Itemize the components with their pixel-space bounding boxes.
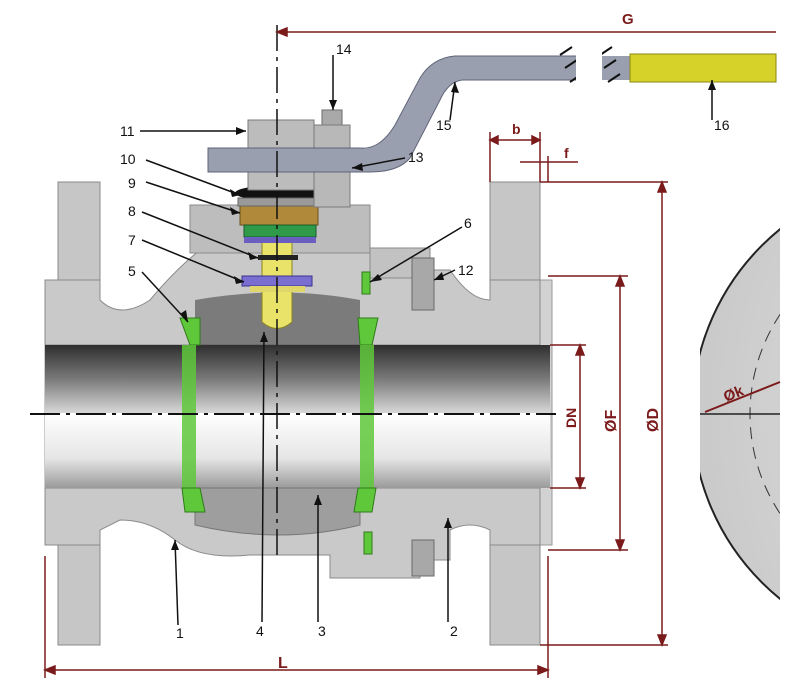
leader-arrowheads: [171, 80, 716, 550]
dim-l-label: L: [278, 655, 288, 672]
dimension-lines: [42, 26, 776, 678]
k-dimension-line: [704, 381, 781, 413]
callout-6: 6: [464, 215, 472, 231]
callout-15: 15: [436, 117, 452, 133]
callout-3: 3: [318, 623, 326, 639]
bore: [45, 345, 550, 488]
center-lines: [30, 25, 556, 560]
dim-b-label: b: [512, 121, 521, 137]
callout-12: 12: [458, 262, 474, 278]
callout-8: 8: [128, 203, 136, 219]
callout-13: 13: [408, 149, 424, 165]
handle: [207, 45, 777, 173]
callout-16: 16: [714, 117, 730, 133]
callout-10: 10: [120, 151, 136, 167]
dim-k-diameter-label: Øk: [721, 382, 747, 406]
callout-5: 5: [128, 263, 136, 279]
callout-9: 9: [128, 175, 136, 191]
dim-d-diameter-label: ØD: [645, 408, 662, 432]
seats: [179, 271, 379, 555]
callout-7: 7: [128, 232, 136, 248]
callout-1: 1: [176, 625, 184, 641]
dim-f-diameter-label: ØF: [603, 410, 620, 432]
dim-dn-label: DN: [563, 408, 579, 428]
callout-2: 2: [450, 623, 458, 639]
dim-f-label: f: [564, 145, 569, 161]
callout-14: 14: [336, 41, 352, 57]
dim-g-label: G: [622, 11, 634, 28]
callout-4: 4: [256, 623, 264, 639]
callout-11: 11: [120, 123, 135, 139]
